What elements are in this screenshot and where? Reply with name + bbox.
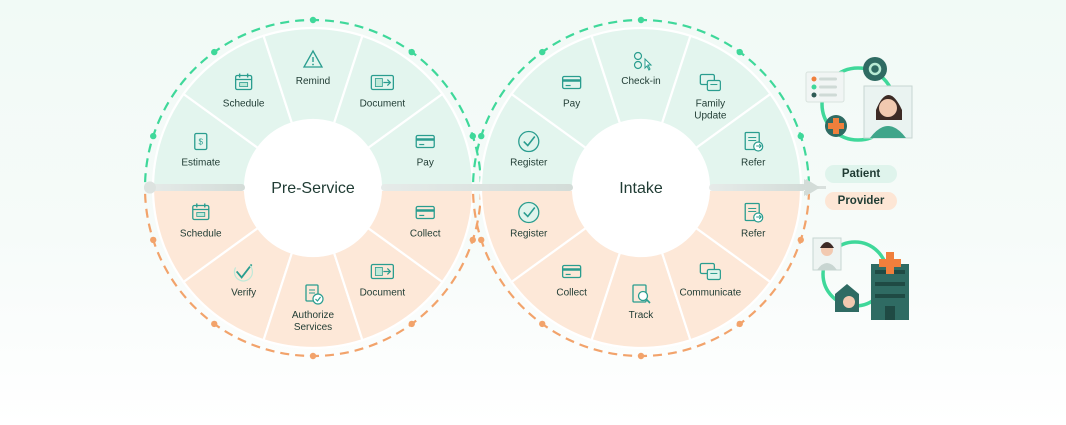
patient-dot [469,132,476,140]
credit-card-icon [561,264,582,279]
segment-label: Remind [296,76,330,87]
refer-document-icon [744,131,764,152]
segment-track[interactable]: Track [590,251,692,350]
provider-dot [309,352,317,360]
arrow-start-dot [144,181,156,194]
segment-label: Register [510,228,548,239]
chat-icon [699,262,721,281]
flow-arrow-overlay [144,179,820,196]
segment-label: Schedule [180,228,222,239]
segment-label: Document [360,99,406,110]
warning-icon [302,49,324,68]
segment-label: Verify [231,287,256,298]
credit-card-icon [415,134,435,149]
magnifier-document-icon [632,284,651,304]
patient-legend-pill: Patient [825,165,897,183]
hub-label: Intake [619,180,663,197]
refer-document-icon [744,202,764,223]
provider-dot [478,236,485,244]
provider-dot [539,320,546,328]
calendar-icon [192,203,210,221]
check-circle-icon [518,130,540,153]
gear-icon [863,57,887,81]
patient-dot [736,48,743,56]
segment-label: Collect [556,287,587,298]
provider-dot [736,320,743,328]
segment-label: Track [629,310,655,321]
authorize-document-icon [305,284,324,305]
document-transfer-icon [370,74,395,91]
chat-icon [699,73,721,92]
segment-label: Refer [741,158,766,169]
hub-label: Pre-Service [271,180,355,197]
provider-dot [637,352,645,360]
patient-dot [309,16,317,24]
price-tag-icon: $ [194,132,208,151]
patient-dot [797,132,804,140]
svg-text:$: $ [199,138,204,147]
check-icon [233,263,254,282]
arrow-head-icon [806,179,820,196]
hub-circle [573,120,709,256]
credit-card-icon [415,205,435,220]
patient-dot [478,132,485,140]
segment-label: Estimate [181,158,220,169]
segment-label: Check-in [621,76,660,87]
segment-label: Pay [417,158,434,169]
segment-label: Schedule [223,99,265,110]
patient-dot [150,132,157,140]
segment-label: Register [510,158,548,169]
patient-dot [539,48,546,56]
provider-legend-pill: Provider [825,192,897,210]
patient-illustration [805,57,913,142]
provider-illustration [812,237,909,320]
hub-circle [245,120,381,256]
segment-label: Pay [563,99,580,110]
patient-dot [408,48,415,56]
check-circle-icon [518,201,540,224]
provider-dot [211,320,218,328]
provider-dot [150,236,157,244]
list-dot-icon [811,76,817,82]
segment-label: Collect [410,228,441,239]
pre-service-wheel: $EstimateScheduleRemindDocumentPaySchedu… [144,16,482,360]
provider-dot [797,236,804,244]
check-in-icon [633,51,653,71]
provider-dot [469,236,476,244]
segment-label: Refer [741,228,766,239]
patient-dot [211,48,218,56]
provider-dot [408,320,415,328]
segment-label: Document [360,287,406,298]
calendar-icon [234,73,253,91]
credit-card-icon [561,75,582,90]
document-transfer-icon [370,263,395,280]
segment-label: Communicate [680,287,742,298]
patient-dot [637,16,645,24]
